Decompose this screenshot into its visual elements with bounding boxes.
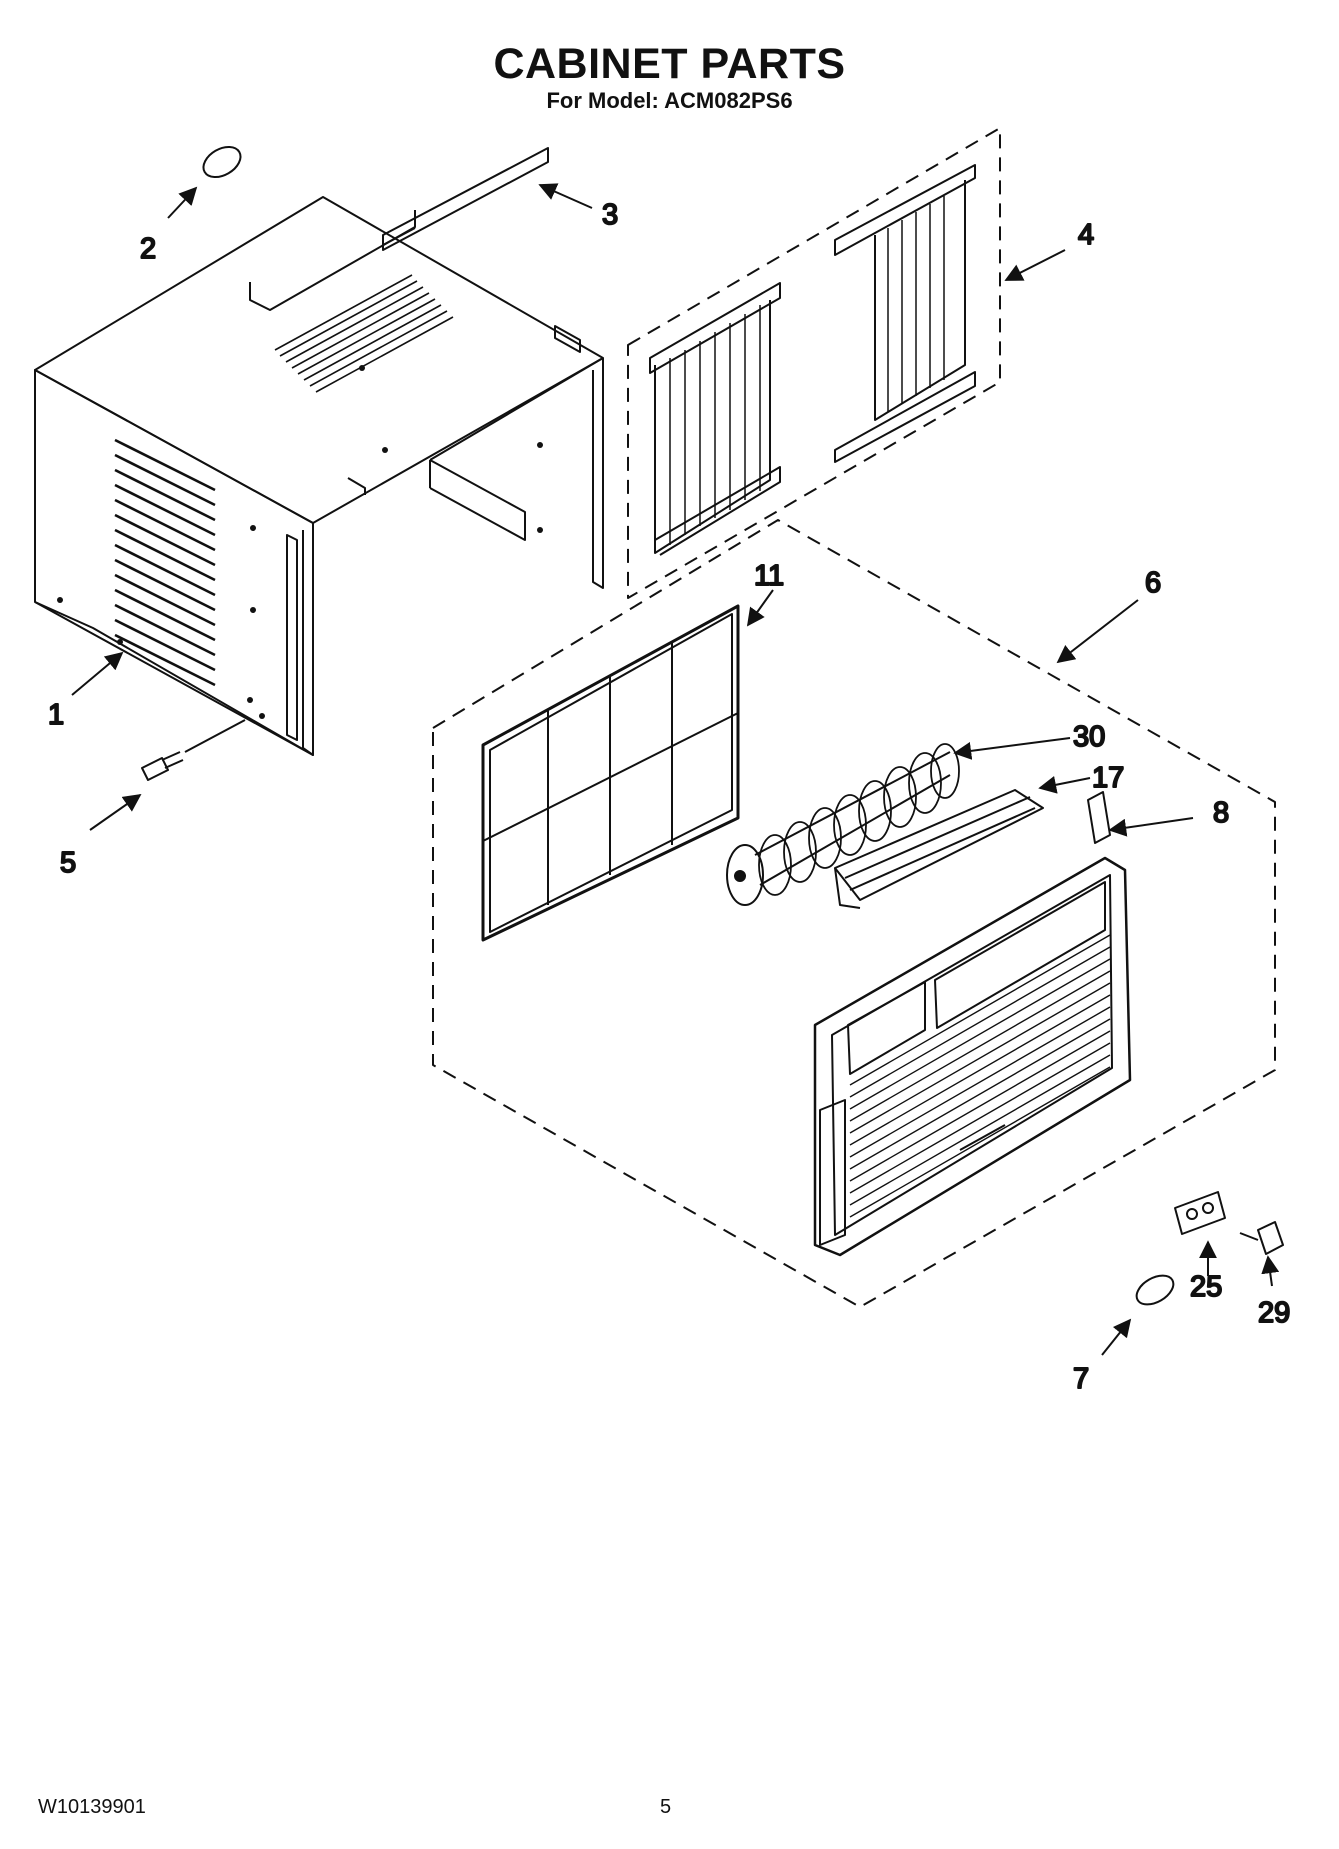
callout-30: 30: [1073, 721, 1105, 753]
blower-wheel-part-30: [726, 743, 960, 906]
knob-part-29: [1239, 1221, 1284, 1255]
air-filter-part-11: [481, 604, 740, 942]
page-title: CABINET PARTS: [493, 40, 846, 88]
callout-25: 25: [1190, 1271, 1222, 1303]
screw-part-5: [141, 719, 246, 781]
callout-29: 29: [1258, 1297, 1290, 1329]
callout-3: 3: [602, 199, 618, 231]
front-grille-panel: [813, 856, 1132, 1257]
callout-17: 17: [1092, 762, 1124, 794]
knob-plate-part-25: [1174, 1191, 1226, 1235]
clip-part-8: [1087, 791, 1111, 844]
front-assembly-outline-part-6: [432, 519, 1276, 1308]
callout-5: 5: [60, 847, 76, 879]
side-curtains-part-4: [627, 127, 1001, 599]
model-subtitle: For Model: ACM082PS6: [546, 88, 793, 113]
callout-2: 2: [140, 233, 156, 265]
air-louver-part-17: [834, 789, 1044, 909]
callout-11: 11: [754, 560, 784, 592]
seal-part-2: [202, 145, 242, 179]
callout-4: 4: [1078, 219, 1094, 251]
page-number: 5: [660, 1796, 672, 1818]
callout-8: 8: [1213, 797, 1229, 829]
callout-1: 1: [48, 699, 64, 731]
top-rail-part-3: [382, 147, 549, 251]
document-number: W10139901: [38, 1796, 146, 1818]
callout-6: 6: [1145, 567, 1161, 599]
cabinet-wrapper: [34, 196, 604, 756]
seal-part-7: [1135, 1274, 1175, 1306]
leader-lines: [71, 183, 1280, 1356]
callout-7: 7: [1073, 1363, 1089, 1395]
